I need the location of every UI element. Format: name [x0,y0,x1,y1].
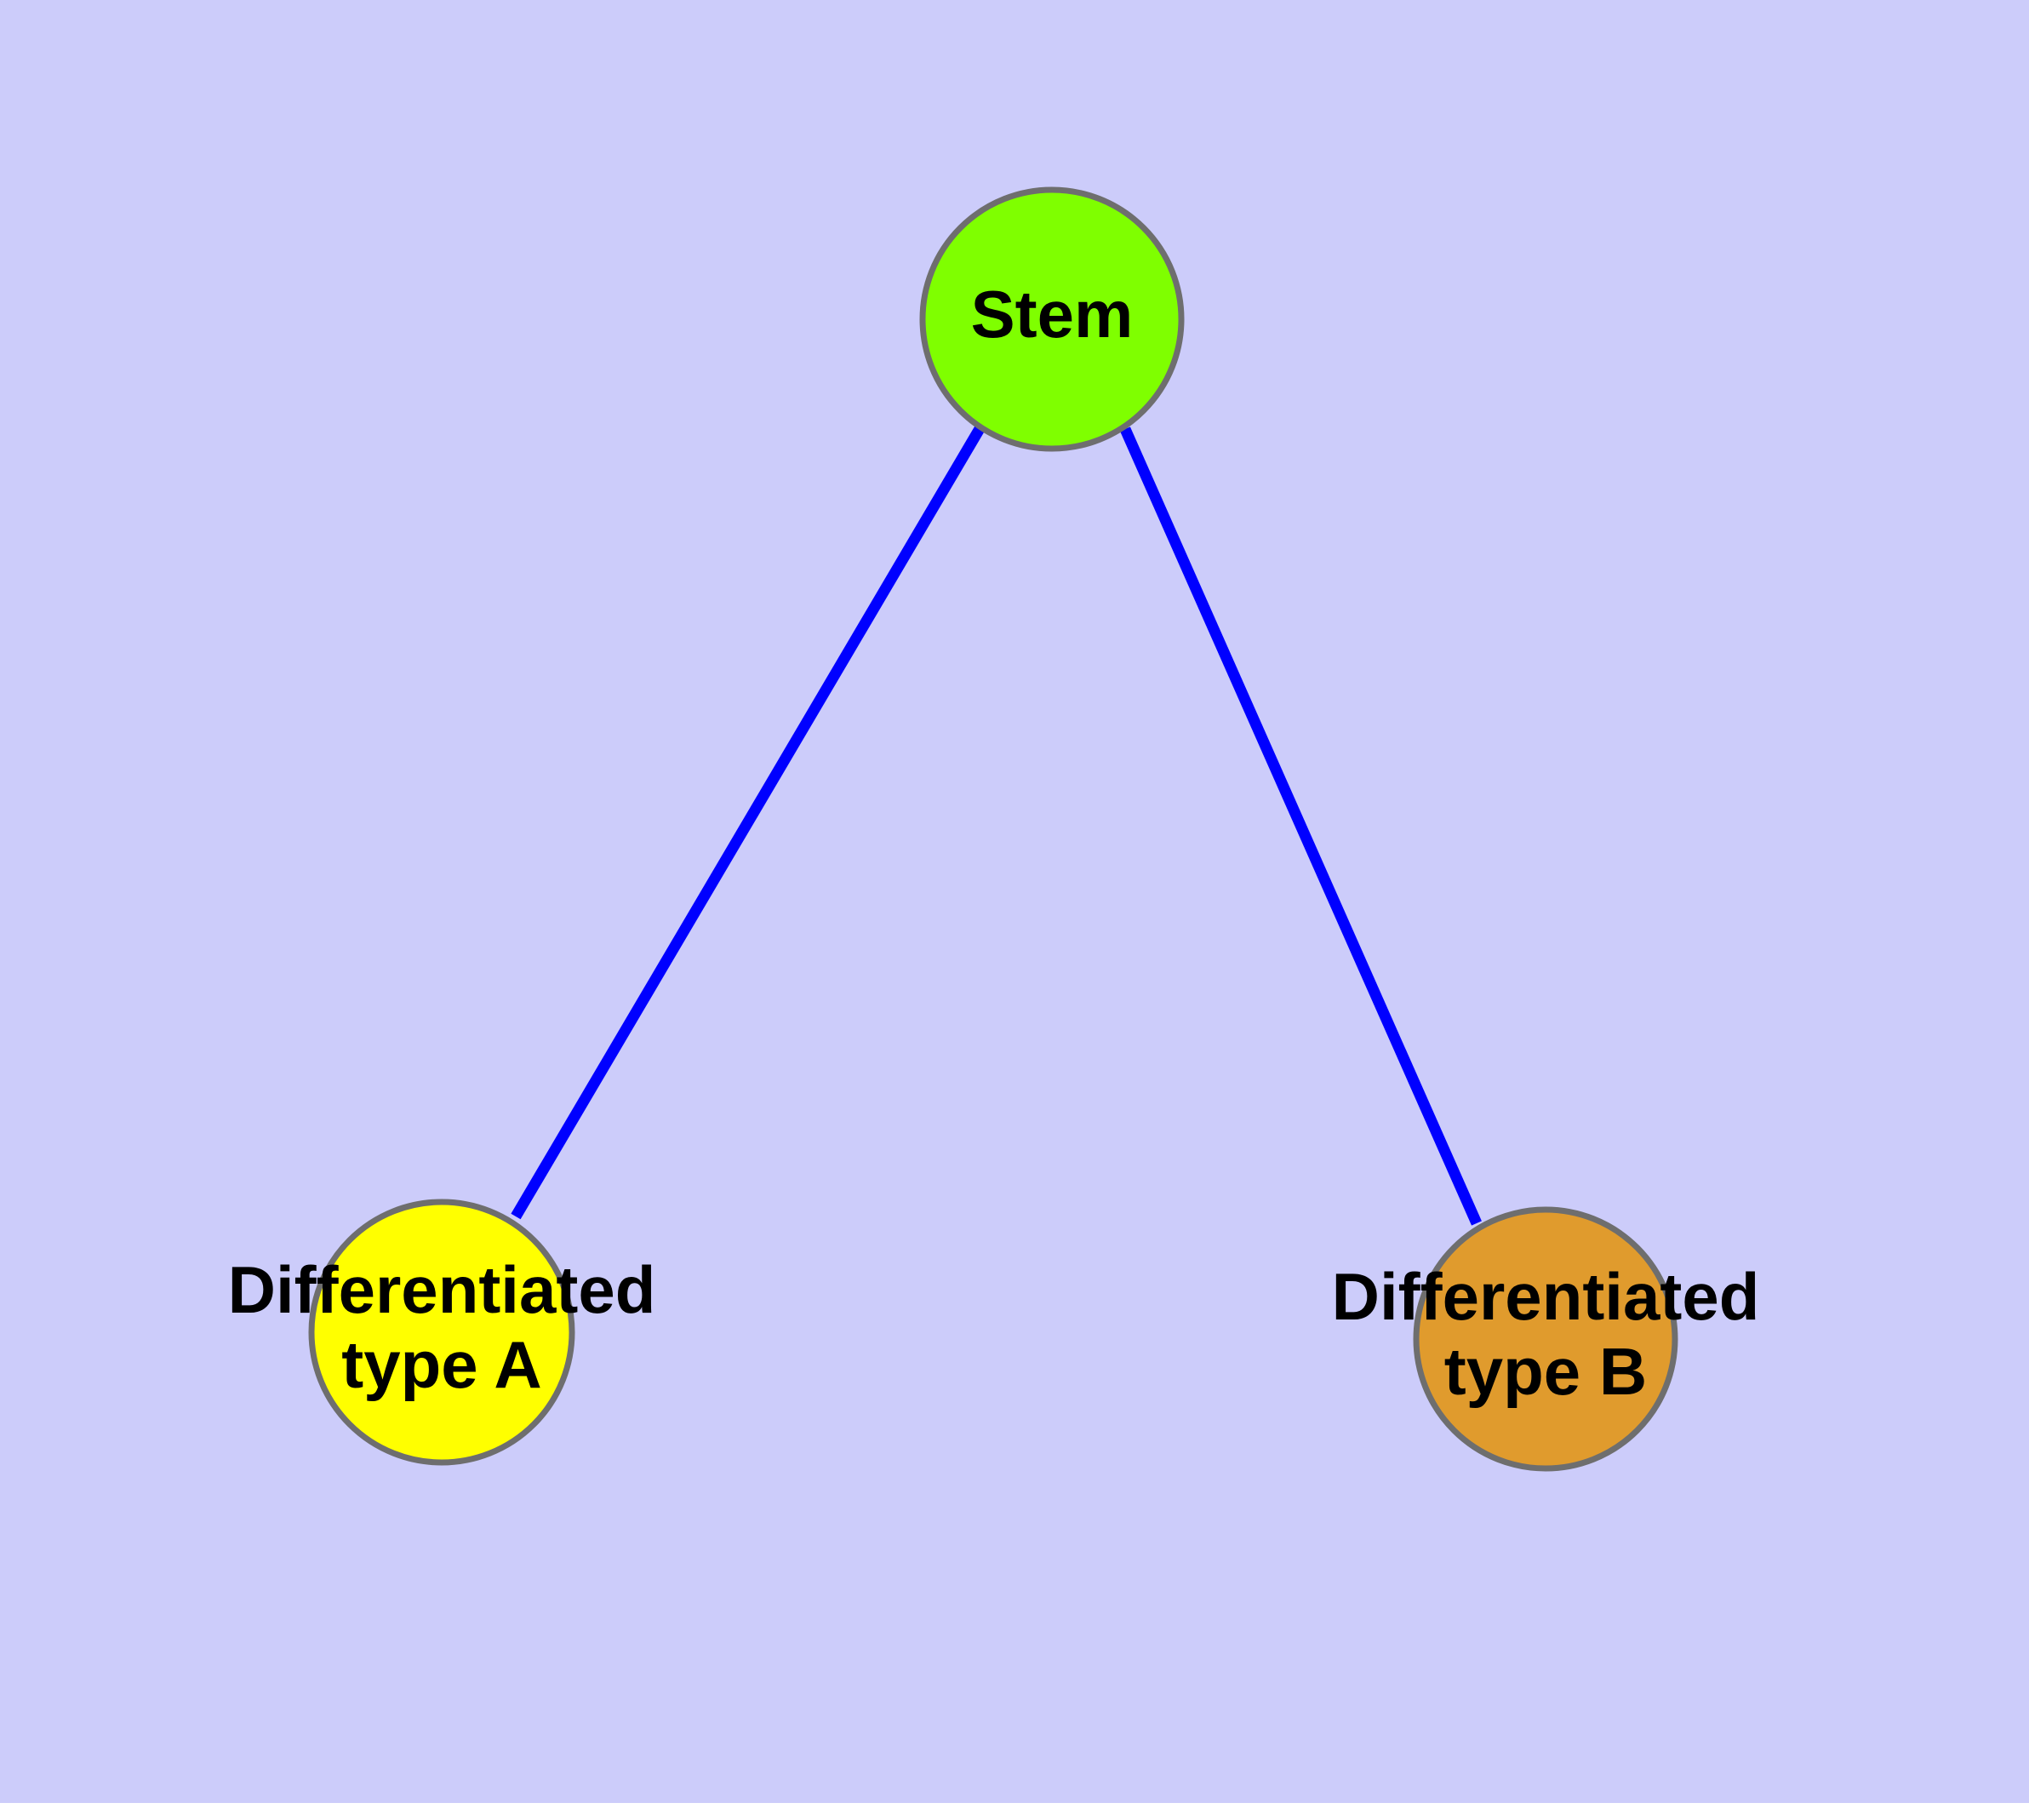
node-label-line: type A [341,1327,542,1402]
node-stem[interactable] [919,186,1185,452]
node-diff_b[interactable] [1413,1206,1678,1472]
node-label-line: Differentiated [1332,1259,1760,1334]
nodes-layer [308,186,1678,1472]
edge-stem-to-diff-b[interactable] [1120,426,1482,1226]
node-label-stem: Stem [971,277,1134,352]
edges-layer [511,424,1482,1226]
edge-stem-to-diff-a[interactable] [511,424,986,1220]
node-label-line: type B [1444,1334,1647,1409]
node-label-line: Stem [971,277,1134,352]
node-label-line: Differentiated [228,1252,656,1327]
node-diff_a[interactable] [308,1199,575,1466]
